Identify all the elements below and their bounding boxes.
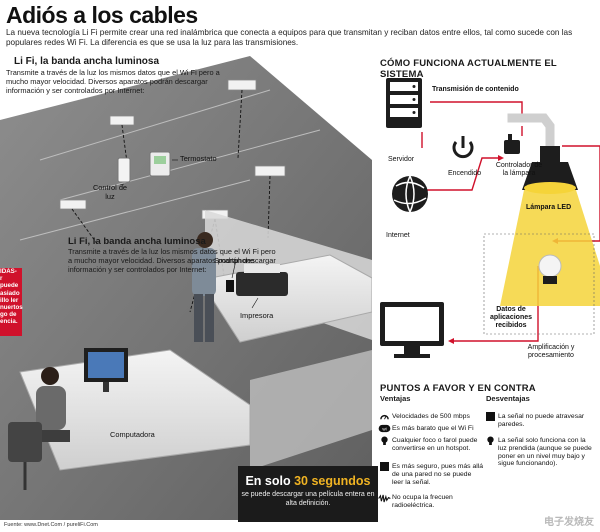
desk-bottom	[19, 349, 251, 471]
label-lampara: Lámpara LED	[526, 204, 572, 211]
person-standing	[192, 248, 216, 296]
lamp-controller-icon	[504, 134, 520, 154]
wall-icon	[486, 412, 495, 421]
system-title: CÓMO FUNCIONA ACTUALMENTE EL SISTEMA	[380, 58, 557, 80]
pro-item: Es más seguro, pues más allá de una pare…	[392, 463, 484, 486]
globe-icon	[392, 175, 428, 213]
monitor-icon	[380, 302, 444, 358]
power-icon	[452, 136, 474, 159]
watermark: 电子发烧友	[544, 517, 594, 528]
label-servidor: Servidor	[388, 156, 415, 163]
label-encendido: Encendido	[448, 170, 482, 177]
source-credit: Fuente: www.Dnet.Com / pureliFi.Com	[4, 522, 98, 528]
banner-title: En solo 30 segundos	[245, 474, 371, 488]
band-title: Li Fi, la banda ancha luminosa	[68, 236, 206, 247]
office-illustration	[0, 56, 372, 520]
pro-item: Es más barato que el Wi Fi	[392, 425, 474, 432]
con-item: La señal solo funciona con la luz prendi…	[498, 437, 592, 468]
pros-heading: Ventajas	[380, 394, 411, 403]
speedometer-icon	[380, 414, 389, 420]
label-impresora: Impresora	[240, 311, 274, 320]
system-diagram	[380, 78, 600, 358]
label-control-luz: Control de luz	[92, 183, 128, 201]
waveform-icon	[378, 494, 391, 503]
intro-text: La nueva tecnología Li Fi permite crear …	[6, 28, 573, 47]
label-datos: Datos de aplicaciones recibidos	[489, 306, 533, 329]
bulb-icon	[487, 436, 494, 445]
office-chair	[8, 422, 42, 462]
red-note-text: IDAS- r puede asiado illo ler nuertos go…	[0, 268, 23, 326]
lifi-title: Li Fi, la banda ancha luminosa	[14, 56, 160, 67]
red-side-note	[0, 268, 22, 336]
receiver-icon	[538, 254, 562, 284]
wifi-icon: wi	[378, 424, 391, 433]
label-controlador: Controlador de la lámpara	[495, 162, 543, 177]
label-computadora: Computadora	[110, 430, 155, 439]
label-termostato: Termostato	[180, 154, 217, 163]
wall-icon	[380, 462, 389, 471]
label-amplificacion: Amplificación y procesamiento	[527, 344, 575, 359]
pro-item: Cualquier foco o farol puede convertirse…	[392, 437, 478, 452]
svg-text:wi: wi	[382, 427, 386, 432]
band-text: Transmite a través de la luz los mismos …	[68, 247, 276, 274]
pro-item: No ocupa la frecuen radioeléctrica.	[392, 494, 453, 509]
lifi-text: Transmite a través de la luz los mismos …	[6, 68, 220, 95]
light-switch-device	[117, 157, 131, 183]
cons-heading: Desventajas	[486, 394, 530, 403]
pro-item: Velocidades de 500 mbps	[392, 413, 470, 420]
label-transmision: Transmisión de contenido	[432, 86, 519, 93]
pros-cons-title: PUNTOS A FAVOR Y EN CONTRA	[380, 383, 536, 394]
printer	[236, 272, 288, 296]
con-item: La señal no puede atravesar paredes.	[498, 413, 585, 428]
server-icon	[386, 78, 422, 128]
light-beam	[500, 190, 600, 306]
label-smartphone: Smartphone	[214, 256, 255, 265]
banner-text: se puede descargar una película entera e…	[241, 491, 375, 507]
page-title: Adiós a los cables	[6, 2, 198, 28]
bulb-icon	[381, 436, 388, 445]
person-seated	[36, 386, 66, 430]
download-banner: En solo 30 segundos se puede descargar u…	[238, 466, 378, 522]
smartphone	[226, 280, 234, 292]
label-internet: Internet	[386, 232, 410, 239]
